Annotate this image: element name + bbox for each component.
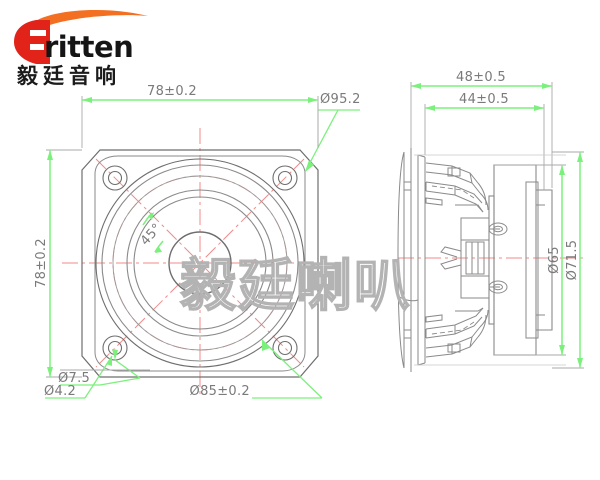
- front-view: 45° 78±0.2 78±0.2 Ø95.2: [34, 84, 361, 399]
- dim-diameter-65: Ø65: [494, 164, 566, 356]
- dim-depth-48-label: 48±0.5: [456, 70, 506, 85]
- side-view: 48±0.5 44±0.5 Ø65 Ø71.5: [397, 70, 585, 372]
- frame-outline: [81, 149, 319, 378]
- hidden-lines: [431, 185, 475, 335]
- dim-diameter-95-2: Ø95.2: [304, 92, 361, 173]
- terminal-tabs: [425, 167, 461, 353]
- frame-inner-outline: [94, 155, 306, 372]
- dim-width-78-label: 78±0.2: [147, 84, 197, 99]
- logo-swoosh: [28, 10, 148, 33]
- basket-body: [417, 154, 426, 366]
- logo-brand-en: ritten: [44, 30, 133, 64]
- cone-lower: [425, 307, 489, 358]
- dim-hole-7-5: Ø7.5: [58, 349, 141, 386]
- dim-diameter-95-2-label: Ø95.2: [320, 92, 361, 107]
- spider-damper: [440, 204, 484, 312]
- back-plate: [525, 181, 539, 339]
- cone-rings: [95, 158, 305, 368]
- reference-lines: [414, 154, 566, 366]
- dim-hole-7-5-label: Ø7.5: [58, 371, 90, 386]
- dim-height-78-label: 78±0.2: [34, 238, 49, 288]
- dim-diameter-65-label: Ø65: [547, 246, 562, 274]
- dim-diameter-71-5-label: Ø71.5: [565, 240, 580, 281]
- dim-bolt-circle-85: Ø85±0.2: [190, 339, 323, 399]
- dim-bolt-circle-85-label: Ø85±0.2: [190, 384, 250, 399]
- logo-brand-cn: 毅廷音响: [16, 64, 121, 88]
- mounting-hole-top-left: [102, 165, 128, 191]
- mounting-hole-bottom-right: [272, 335, 298, 361]
- mounting-flange: [397, 148, 419, 372]
- logo-e-slots: [30, 30, 46, 50]
- watermark-text: 毅廷喇叭: [180, 254, 412, 319]
- cone-upper: [425, 162, 489, 213]
- company-logo: ritten 毅廷音响: [14, 10, 148, 88]
- mounting-hole-top-right: [272, 165, 298, 191]
- dim-depth-44: 44±0.5: [424, 92, 545, 190]
- dim-hole-4-2: Ø4.2: [44, 355, 113, 399]
- dim-hole-4-2-label: Ø4.2: [44, 384, 76, 399]
- dim-depth-44-label: 44±0.5: [459, 92, 509, 107]
- dim-height-78: 78±0.2: [34, 149, 82, 378]
- dim-depth-48: 48±0.5: [410, 70, 553, 188]
- dim-diameter-71-5: Ø71.5: [552, 151, 584, 369]
